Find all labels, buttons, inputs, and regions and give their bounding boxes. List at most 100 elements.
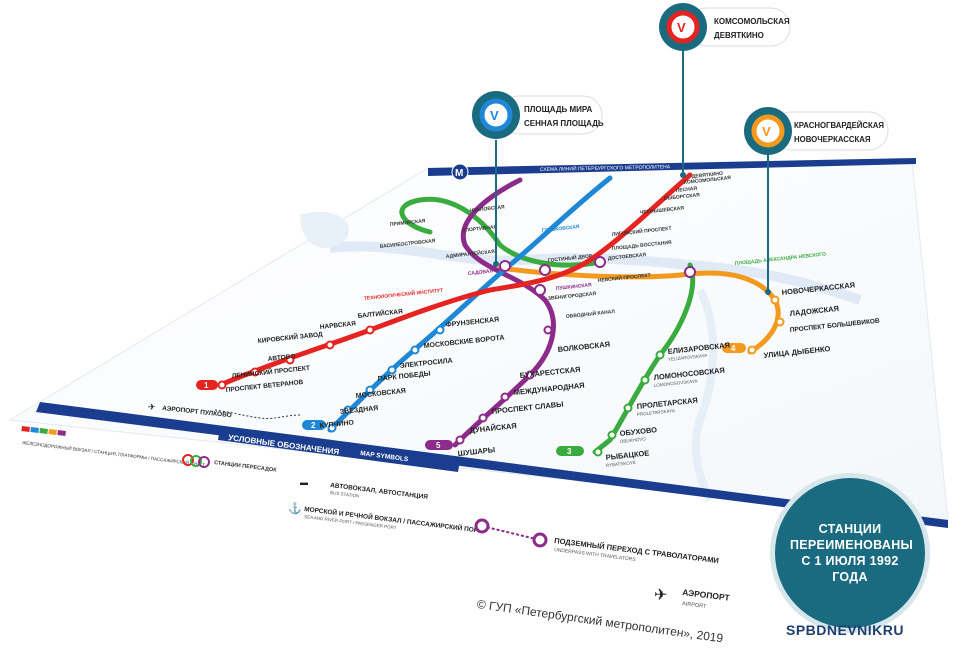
callout-line2: ДЕВЯТКИНО bbox=[714, 31, 764, 40]
map-header-title: СХЕМА ЛИНИЙ ПЕТЕРБУРГСКОГО МЕТРОПОЛИТЕНА bbox=[540, 162, 671, 173]
callout-pin-dot bbox=[765, 289, 771, 295]
brand-logo: SPBDNEVNIKRU bbox=[786, 622, 905, 638]
legend-rail-item: ЖЕЛЕЗНОДОРОЖНЫЙ ВОКЗАЛ / СТАНЦИЯ, ПЛАТФО… bbox=[22, 438, 206, 467]
callout-krasnogvardeyskaya[interactable]: V КРАСНОГВАРДЕЙСКАЯ НОВОЧЕРКАССКАЯ bbox=[744, 107, 889, 295]
station-label: НАРВСКАЯ bbox=[319, 320, 356, 331]
transfer-ring-nevskogo[interactable] bbox=[684, 266, 696, 278]
station-dot[interactable] bbox=[500, 392, 510, 402]
map-header-strip bbox=[428, 158, 916, 176]
line-badge-blue-label: 2 bbox=[311, 421, 316, 430]
legend-title-bar bbox=[218, 428, 460, 472]
station-dot[interactable] bbox=[747, 345, 757, 355]
line-badge-orange bbox=[722, 343, 746, 353]
airport-route bbox=[214, 409, 301, 419]
station-label: АВТОВО bbox=[267, 353, 295, 363]
callout-line1: КРАСНОГВАРДЕЙСКАЯ bbox=[794, 121, 884, 130]
station-dot[interactable] bbox=[250, 367, 260, 377]
station-dot[interactable] bbox=[623, 403, 633, 413]
legend-bus-en: BUS STATION bbox=[330, 490, 360, 499]
transfer-ring-tech[interactable] bbox=[534, 284, 546, 296]
transfer-rings bbox=[499, 256, 696, 296]
station-dot[interactable] bbox=[775, 317, 785, 327]
metro-v-icon: V bbox=[677, 20, 686, 35]
station-dot[interactable] bbox=[285, 355, 295, 365]
station-label: ОБУХОВО bbox=[619, 425, 657, 438]
station-label: ПУШКИНСКАЯ bbox=[556, 282, 593, 292]
station-dot[interactable] bbox=[325, 340, 335, 350]
station-label: ДЕВЯТКИНО bbox=[692, 171, 724, 180]
station-label-latin: PROLETARSKAYA bbox=[637, 408, 676, 417]
station-labels-green-latin: YELIZAROVSKAYA LOMONOSOVSKAYA PROLETARSK… bbox=[606, 353, 708, 468]
station-dot[interactable] bbox=[455, 435, 465, 445]
airplane-icon: ✈ bbox=[148, 402, 156, 412]
callout-komsomolskaya[interactable]: V КОМСОМОЛЬСКАЯ ДЕВЯТКИНО bbox=[659, 3, 791, 178]
transfer-ring-nevsky[interactable] bbox=[539, 264, 551, 276]
station-label: ВАСИЛЕОСТРОВСКАЯ bbox=[380, 238, 436, 250]
line-badge-orange-label: 4 bbox=[731, 344, 736, 353]
legend-airport-label: АЭРОПОРТ bbox=[682, 587, 731, 603]
station-dot[interactable] bbox=[217, 380, 227, 390]
station-dot[interactable] bbox=[365, 385, 375, 395]
station-dot[interactable] bbox=[655, 350, 665, 360]
station-label-latin: YELIZAROVSKAYA bbox=[668, 353, 708, 362]
gulf-water bbox=[300, 211, 349, 248]
callout-ploshchad-mira[interactable]: V ПЛОЩАДЬ МИРА СЕННАЯ ПЛОЩАДЬ bbox=[472, 91, 604, 267]
station-label: ЗВЕЗДНАЯ bbox=[339, 405, 378, 416]
metro-v-icon: V bbox=[762, 124, 771, 139]
station-dot[interactable] bbox=[593, 447, 603, 457]
station-label: ЗВЕНИГОРОДСКАЯ bbox=[548, 291, 597, 302]
station-label: ПРИМОРСКАЯ bbox=[390, 218, 426, 228]
metro-v-icon: V bbox=[490, 108, 499, 123]
callout-badge-inner bbox=[479, 98, 513, 132]
station-dot[interactable] bbox=[327, 423, 337, 433]
station-dot[interactable] bbox=[770, 295, 780, 305]
line-blue bbox=[327, 175, 613, 433]
metro-logo-header bbox=[451, 163, 469, 181]
station-dot[interactable] bbox=[478, 413, 488, 423]
station-label-latin: LOMONOSOVSKAYA bbox=[654, 378, 698, 388]
line-badge-green-label: 3 bbox=[567, 447, 572, 456]
line-badges: 3 5 2 4 1 bbox=[196, 343, 746, 456]
line-badge-red bbox=[196, 380, 218, 390]
station-dot[interactable] bbox=[435, 325, 445, 335]
callout-line2: СЕННАЯ ПЛОЩАДЬ bbox=[524, 119, 604, 128]
station-label: ЧЕРНЫШЕВСКАЯ bbox=[640, 205, 685, 216]
line-badge-green bbox=[556, 446, 584, 456]
station-dot[interactable] bbox=[543, 325, 553, 335]
underpass-icon bbox=[474, 518, 548, 548]
transfer-ring-vosstaniya[interactable] bbox=[594, 256, 606, 268]
legend-airport-en: AIRPORT bbox=[682, 601, 708, 610]
callout-badge-inner bbox=[666, 10, 700, 44]
river-neva bbox=[329, 241, 862, 305]
station-dot[interactable] bbox=[387, 365, 397, 375]
callout-line2: НОВОЧЕРКАССКАЯ bbox=[794, 135, 871, 144]
station-dot[interactable] bbox=[365, 325, 375, 335]
station-label-latin: OBUKHOVO bbox=[620, 436, 647, 444]
info-circle-text: СТАНЦИИ ПЕРЕИМЕНОВАНЫ С 1 ИЮЛЯ 1992 ГОДА bbox=[790, 522, 914, 584]
station-label: ГОРЬКОВСКАЯ bbox=[542, 224, 581, 234]
station-dot[interactable] bbox=[525, 370, 535, 380]
callout-line1: КОМСОМОЛЬСКАЯ bbox=[714, 17, 790, 26]
bus-icon: ▬ bbox=[300, 478, 308, 487]
station-label: ЛЕСНАЯ bbox=[676, 186, 698, 194]
transfer-legend-icon bbox=[182, 454, 210, 468]
station-dot[interactable] bbox=[410, 345, 420, 355]
station-label: КУПЧИНО bbox=[319, 419, 354, 430]
metro-logo-glyph: М bbox=[455, 168, 463, 179]
station-label: КОМСОМОЛЬСКАЯ bbox=[684, 175, 732, 186]
station-label: ВЫБОРГСКАЯ bbox=[664, 192, 701, 202]
line-red bbox=[217, 172, 693, 388]
station-label: ДОСТОЕВСКАЯ bbox=[608, 252, 647, 262]
info-circle: СТАНЦИИ ПЕРЕИМЕНОВАНЫ С 1 ИЮЛЯ 1992 ГОДА bbox=[775, 478, 925, 628]
station-dot[interactable] bbox=[640, 375, 650, 385]
station-label-latin: RYBATSKOYE bbox=[606, 460, 636, 468]
transfer-ring-sennaya[interactable] bbox=[499, 260, 511, 272]
station-dot[interactable] bbox=[343, 405, 353, 415]
river-branch bbox=[691, 288, 718, 502]
callout-line1: ПЛОЩАДЬ МИРА bbox=[524, 105, 593, 114]
station-dot[interactable] bbox=[607, 430, 617, 440]
legend-stripe bbox=[36, 402, 948, 528]
station-dots bbox=[217, 295, 785, 457]
